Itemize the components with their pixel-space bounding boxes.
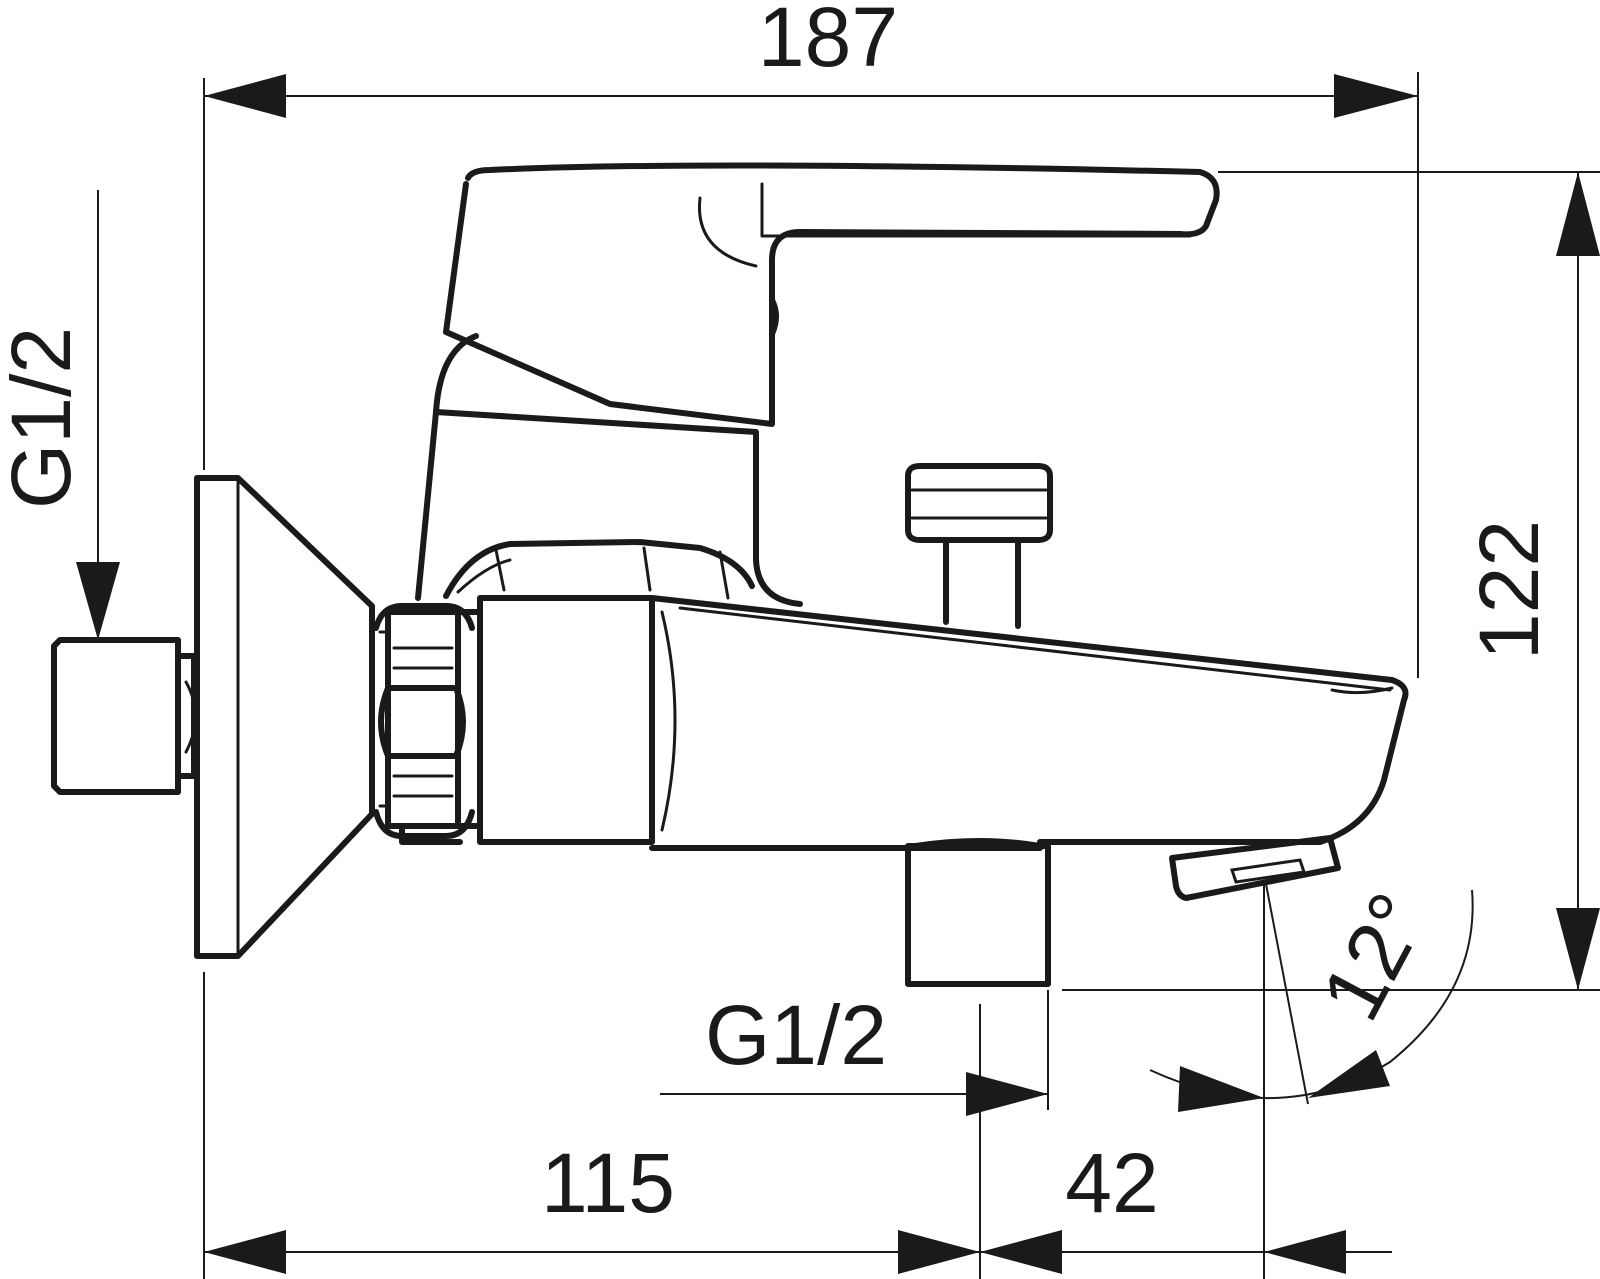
- spout: [649, 595, 1409, 851]
- dim-spout-angle: 12°: [1303, 878, 1446, 1034]
- dimension-lines: [76, 72, 1600, 1279]
- dim-outlet-to-spout: 42: [1065, 1136, 1158, 1230]
- faucet-body: [51, 162, 1409, 987]
- bath-outlet: [905, 843, 1051, 987]
- diverter-knob: [905, 463, 1053, 629]
- mixer-body: [477, 595, 655, 845]
- inlet-fitting: [51, 637, 181, 795]
- cartridge-housing: [415, 409, 803, 607]
- union-nut: [373, 603, 475, 845]
- lever-handle: [443, 162, 1220, 427]
- dim-overall-width: 187: [758, 0, 898, 84]
- dim-wall-to-outlet: 115: [541, 1136, 675, 1230]
- outlet-thread-label: G1/2: [705, 988, 887, 1082]
- dim-overall-height: 122: [1462, 520, 1556, 660]
- aerator: [1169, 835, 1341, 901]
- wall-flange: [194, 475, 375, 959]
- inlet-thread-label: G1/2: [0, 327, 88, 509]
